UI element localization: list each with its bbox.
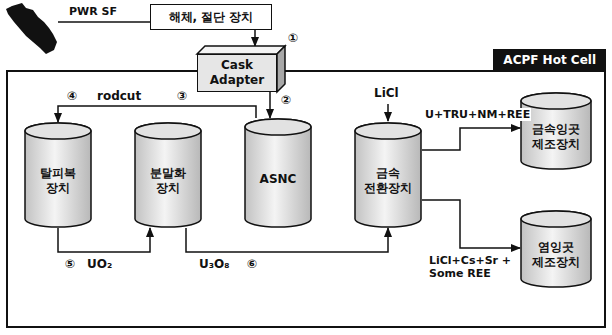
text-wrap: 금속 전환장치 bbox=[359, 166, 417, 196]
text-wrap: 염잉곳 제조장치 bbox=[525, 240, 587, 270]
flow-arrow bbox=[254, 30, 256, 46]
text-wrap: Cask Adapter bbox=[202, 58, 272, 88]
text-label: LiCl bbox=[373, 86, 400, 100]
text-label: PWR SF bbox=[68, 5, 118, 18]
node-text: 분말화 장치 bbox=[139, 166, 197, 196]
device-cylinder: 염잉곳 제조장치 bbox=[520, 210, 592, 288]
device-cylinder: 탈피복 장치 bbox=[24, 122, 92, 228]
text-wrap: 금속잉곳 제조장치 bbox=[525, 122, 587, 152]
cylinder-body bbox=[135, 123, 201, 227]
text-wrap: ASNC bbox=[260, 172, 297, 187]
header-tab: ACPF Hot Cell bbox=[493, 49, 606, 72]
cylinder-body bbox=[25, 123, 91, 227]
node-text: Cask Adapter bbox=[202, 58, 272, 88]
flow-arrow bbox=[58, 228, 150, 252]
cask-box: Cask Adapter bbox=[197, 54, 277, 92]
edge-label: LiCl+Cs+Sr + Some REE bbox=[428, 254, 518, 280]
node-text: ASNC bbox=[260, 172, 297, 187]
fuel-assembly-symbol bbox=[6, 3, 57, 54]
device-cylinder: 금속잉곳 제조장치 bbox=[520, 92, 592, 170]
flow-arrow bbox=[422, 200, 520, 248]
leader-line bbox=[58, 21, 150, 23]
node-text: 해체, 절단 장치 bbox=[169, 10, 254, 25]
edge-label: ② bbox=[280, 93, 292, 107]
edge-label: U₃O₈ bbox=[198, 257, 230, 271]
cask-side-face bbox=[277, 46, 285, 92]
text-wrap: 해체, 절단 장치 bbox=[169, 10, 254, 25]
flow-arrow bbox=[186, 228, 388, 252]
edge-label: UO₂ bbox=[86, 257, 113, 271]
device-cylinder: ASNC bbox=[244, 118, 312, 228]
node-text: ACPF Hot Cell bbox=[503, 53, 596, 68]
cask-top-face bbox=[197, 46, 285, 54]
edge-label: rodcut bbox=[96, 89, 142, 103]
cylinder-body bbox=[245, 119, 311, 227]
cylinder-body bbox=[521, 93, 591, 169]
cylinder-body bbox=[355, 123, 421, 227]
flow-arrow bbox=[58, 106, 256, 122]
cylinder-top bbox=[135, 123, 201, 139]
node-text: 염잉곳 제조장치 bbox=[525, 240, 587, 270]
edge-label: ① bbox=[287, 31, 299, 45]
cylinder-top bbox=[355, 123, 421, 139]
device-cylinder: 분말화 장치 bbox=[134, 122, 202, 228]
flow-arrow bbox=[269, 92, 271, 118]
cylinder-top bbox=[245, 119, 311, 135]
node-text: 금속 전환장치 bbox=[359, 166, 417, 196]
process-box: 해체, 절단 장치 bbox=[150, 4, 272, 30]
callout-number: ⑥ bbox=[246, 257, 258, 271]
cylinder-body bbox=[521, 211, 591, 287]
cylinder-top bbox=[25, 123, 91, 139]
callout-number: ⑤ bbox=[64, 257, 76, 271]
node-text: 금속잉곳 제조장치 bbox=[525, 122, 587, 152]
cylinder-top bbox=[521, 211, 591, 227]
node-text: 탈피복 장치 bbox=[29, 166, 87, 196]
text-wrap: 탈피복 장치 bbox=[29, 166, 87, 196]
flow-arrow bbox=[422, 128, 520, 150]
text-wrap: 분말화 장치 bbox=[139, 166, 197, 196]
cylinder-top bbox=[521, 93, 591, 109]
callout-number: ④ bbox=[66, 89, 78, 103]
feed-arrow bbox=[387, 104, 389, 121]
callout-number: ③ bbox=[176, 89, 188, 103]
device-cylinder: 금속 전환장치 bbox=[354, 122, 422, 228]
edge-label: U+TRU+NM+REE bbox=[424, 108, 531, 121]
